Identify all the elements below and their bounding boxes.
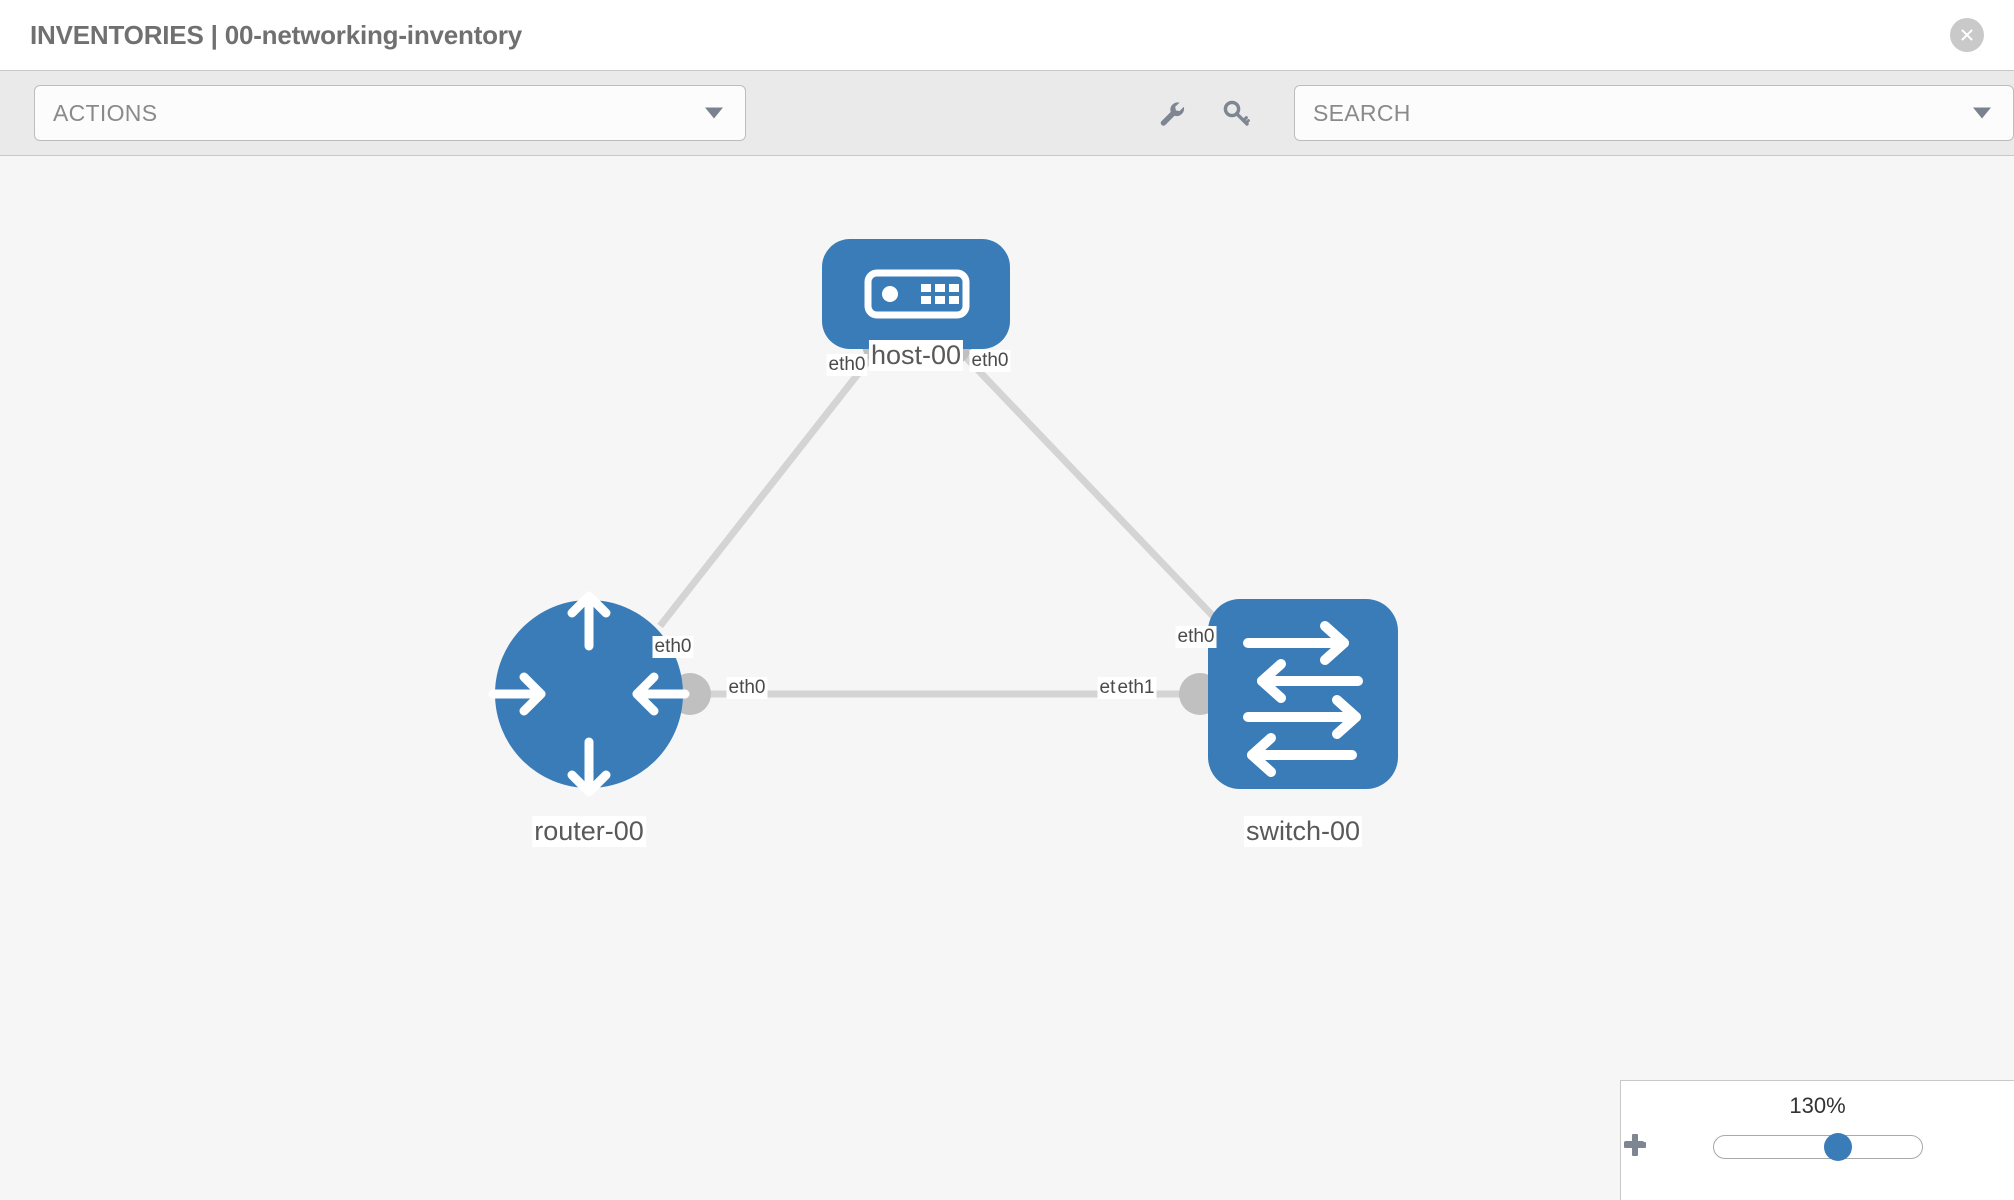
actions-dropdown[interactable]: ACTIONS [34,85,746,141]
iface-label: eth1 [1115,677,1157,699]
iface-label: eth0 [826,354,868,376]
search-field[interactable] [1294,85,2014,141]
node-label-host-00: host-00 [868,340,964,371]
node-label-switch-00: switch-00 [1243,816,1363,847]
zoom-slider-row [1621,1131,2014,1163]
search-input[interactable] [1313,99,2013,127]
topology-canvas[interactable]: eth0 eth0 eth0 eth0 eth0 eth0 eth1 host-… [0,156,2014,1200]
link-host-switch[interactable] [952,343,1235,639]
toolbar: ACTIONS [0,70,2014,156]
chevron-down-icon[interactable] [1973,107,1991,119]
iface-label: eth0 [726,677,768,699]
zoom-level-value: 130% [1789,1093,1846,1118]
iface-label: eth0 [969,350,1011,372]
actions-dropdown-label: ACTIONS [53,99,158,126]
router-arrows-icon [488,591,690,797]
topology-graph [488,239,1398,797]
key-icon[interactable] [1218,95,1254,131]
zoom-slider[interactable] [1712,1133,1923,1161]
page-header: INVENTORIES | 00-networking-inventory [0,0,2014,70]
toolbar-icon-group [1154,95,1254,131]
zoom-control-panel: 130% [1620,1080,2014,1200]
iface-label: eth0 [1175,626,1217,648]
close-icon[interactable] [1950,18,1984,52]
minus-icon[interactable] [1624,1131,1695,1163]
server-icon [864,269,970,319]
page-title: INVENTORIES | 00-networking-inventory [30,19,523,50]
zoom-slider-thumb[interactable] [1824,1133,1853,1161]
link-router-host[interactable] [657,343,883,629]
plus-icon[interactable] [1624,1131,1973,1163]
node-label-router-00: router-00 [532,816,646,847]
wrench-icon[interactable] [1154,95,1190,131]
switch-arrows-icon [1243,621,1363,777]
iface-label: eth0 [652,636,694,658]
node-host-00[interactable] [822,239,1010,349]
node-switch-00[interactable] [1208,599,1398,789]
node-router-00[interactable] [488,591,690,797]
chevron-down-icon [705,107,723,119]
